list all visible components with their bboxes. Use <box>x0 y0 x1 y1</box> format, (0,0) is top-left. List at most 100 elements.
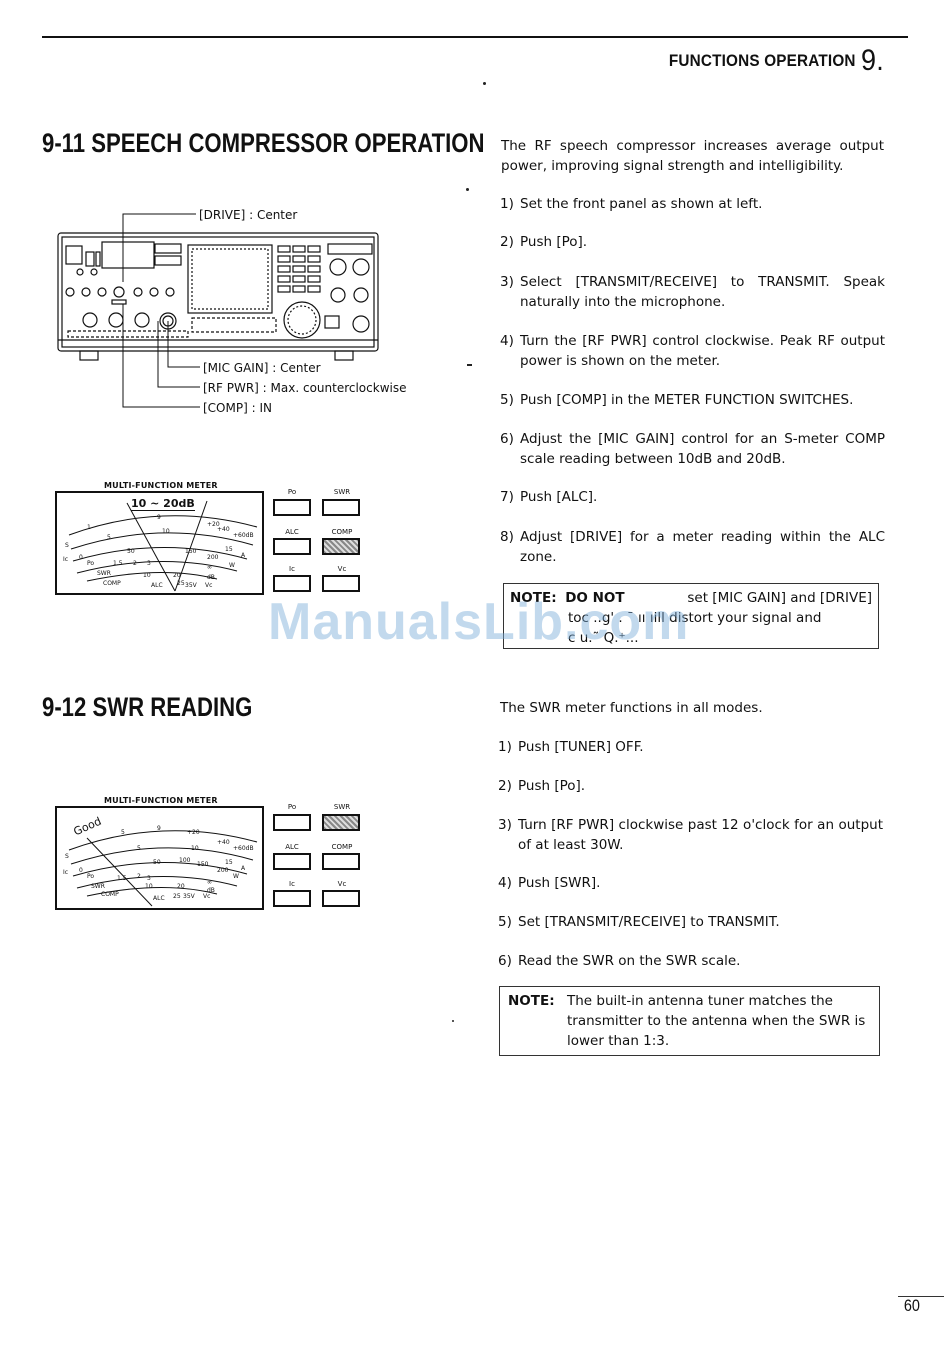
section-intro: The SWR meter functions in all modes. <box>500 700 763 716</box>
switch-label: Po <box>287 488 297 496</box>
section-title: 9-12 SWR READING <box>42 692 253 722</box>
svg-text:+20: +20 <box>187 829 200 836</box>
svg-text:100: 100 <box>179 857 191 864</box>
svg-text:ALC: ALC <box>153 895 165 902</box>
page-number-rule <box>898 1296 944 1297</box>
svg-text:20: 20 <box>173 572 181 579</box>
svg-text:A: A <box>241 865 246 872</box>
comp-range-text: 10 ~ 20dB <box>131 497 195 511</box>
svg-text:10: 10 <box>191 845 199 852</box>
step-item: 2)Push [Po]. <box>498 778 586 794</box>
swr-switch[interactable] <box>322 499 360 516</box>
switch-label: Vc <box>337 880 347 888</box>
svg-text:COMP: COMP <box>101 891 119 898</box>
step-item: 4)Turn the [RF PWR] control clockwise. P… <box>500 333 885 369</box>
swr-switch[interactable] <box>322 814 360 831</box>
callout-drive: [DRIVE] : Center <box>199 208 298 222</box>
svg-text:dB: dB <box>207 574 215 581</box>
ic-switch[interactable] <box>273 890 311 907</box>
svg-text:Vc: Vc <box>203 893 210 900</box>
alc-switch[interactable] <box>273 853 311 870</box>
meter-function-switches: Po SWR ALC COMP Ic Vc <box>272 486 364 598</box>
svg-text:3: 3 <box>147 875 151 882</box>
svg-text:SWR: SWR <box>91 883 105 890</box>
svg-text:150: 150 <box>197 861 209 868</box>
svg-text:1.5: 1.5 <box>113 560 123 567</box>
comp-switch[interactable] <box>322 538 360 555</box>
svg-text:9: 9 <box>157 825 161 832</box>
alc-switch[interactable] <box>273 538 311 555</box>
svg-text:10: 10 <box>143 572 151 579</box>
svg-text:0: 0 <box>79 554 83 561</box>
svg-text:25: 25 <box>177 580 185 587</box>
switch-label: ALC <box>285 843 299 851</box>
svg-text:10: 10 <box>162 528 170 535</box>
svg-text:Vc: Vc <box>205 582 212 589</box>
svg-text:2: 2 <box>137 873 141 880</box>
svg-text:ALC: ALC <box>151 582 163 589</box>
svg-text:dB: dB <box>207 887 215 894</box>
svg-text:200: 200 <box>207 554 219 561</box>
po-switch[interactable] <box>273 814 311 831</box>
svg-text:2: 2 <box>133 560 137 567</box>
ic-switch[interactable] <box>273 575 311 592</box>
svg-text:15: 15 <box>225 859 233 866</box>
step-item: 1)Push [TUNER] OFF. <box>498 739 644 755</box>
svg-text:50: 50 <box>153 859 161 866</box>
step-item: 2)Push [Po]. <box>500 234 588 250</box>
header-title: FUNCTIONS OPERATION <box>668 51 856 70</box>
switch-label: Vc <box>337 565 347 573</box>
front-panel-diagram <box>57 213 379 408</box>
svg-text:Ic: Ic <box>63 869 68 876</box>
step-item: 6)Adjust the [MIC GAIN] control for an S… <box>500 431 885 467</box>
svg-text:1.5: 1.5 <box>117 875 127 882</box>
section-intro: The RF speech compressor increases avera… <box>501 138 884 174</box>
svg-text:9: 9 <box>157 514 161 521</box>
svg-text:S: S <box>65 542 69 549</box>
svg-text:150: 150 <box>185 548 197 555</box>
svg-text:+60dB: +60dB <box>233 532 254 539</box>
svg-text:+20: +20 <box>207 521 220 528</box>
svg-text:S: S <box>65 853 69 860</box>
section-title: 9-11 SPEECH COMPRESSOR OPERATION <box>42 128 485 158</box>
svg-text:10: 10 <box>145 883 153 890</box>
step-item: 8)Adjust [DRIVE] for a meter reading wit… <box>500 529 885 565</box>
callout-mic-gain: [MIC GAIN] : Center <box>203 361 321 375</box>
svg-text:200: 200 <box>217 867 229 874</box>
meter-function-switches: Po SWR ALC COMP Ic Vc <box>272 801 364 913</box>
meter-label: MULTI-FUNCTION METER <box>104 481 218 490</box>
vc-switch[interactable] <box>322 890 360 907</box>
svg-text:A: A <box>241 552 246 559</box>
svg-text:5: 5 <box>121 829 125 836</box>
note-box: NOTE: DO NOT set [MIC GAIN] and [DRIVE] … <box>503 583 879 649</box>
svg-text:1: 1 <box>87 524 91 531</box>
speck <box>466 188 469 191</box>
svg-text:COMP: COMP <box>103 580 121 587</box>
svg-text:∞: ∞ <box>207 879 212 886</box>
switch-label: Po <box>287 803 297 811</box>
note-box: NOTE: The built-in antenna tuner matches… <box>499 986 880 1056</box>
svg-text:+40: +40 <box>217 839 230 846</box>
switch-label: COMP <box>331 528 353 536</box>
svg-text:5: 5 <box>137 845 141 852</box>
callout-comp: [COMP] : IN <box>203 401 272 415</box>
switch-label: SWR <box>333 803 351 811</box>
watermark: ManualsLib.com <box>268 593 690 651</box>
speck <box>467 364 472 366</box>
svg-text:3: 3 <box>147 560 151 567</box>
po-switch[interactable] <box>273 499 311 516</box>
step-item: 7)Push [ALC]. <box>500 489 598 505</box>
comp-switch[interactable] <box>322 853 360 870</box>
callout-rf-pwr: [RF PWR] : Max. counterclockwise <box>203 381 407 395</box>
svg-text:35V: 35V <box>183 893 196 900</box>
header-rule <box>42 36 908 38</box>
vc-switch[interactable] <box>322 575 360 592</box>
svg-text:+60dB: +60dB <box>233 845 254 852</box>
svg-text:25: 25 <box>173 893 181 900</box>
svg-text:50: 50 <box>127 548 135 555</box>
